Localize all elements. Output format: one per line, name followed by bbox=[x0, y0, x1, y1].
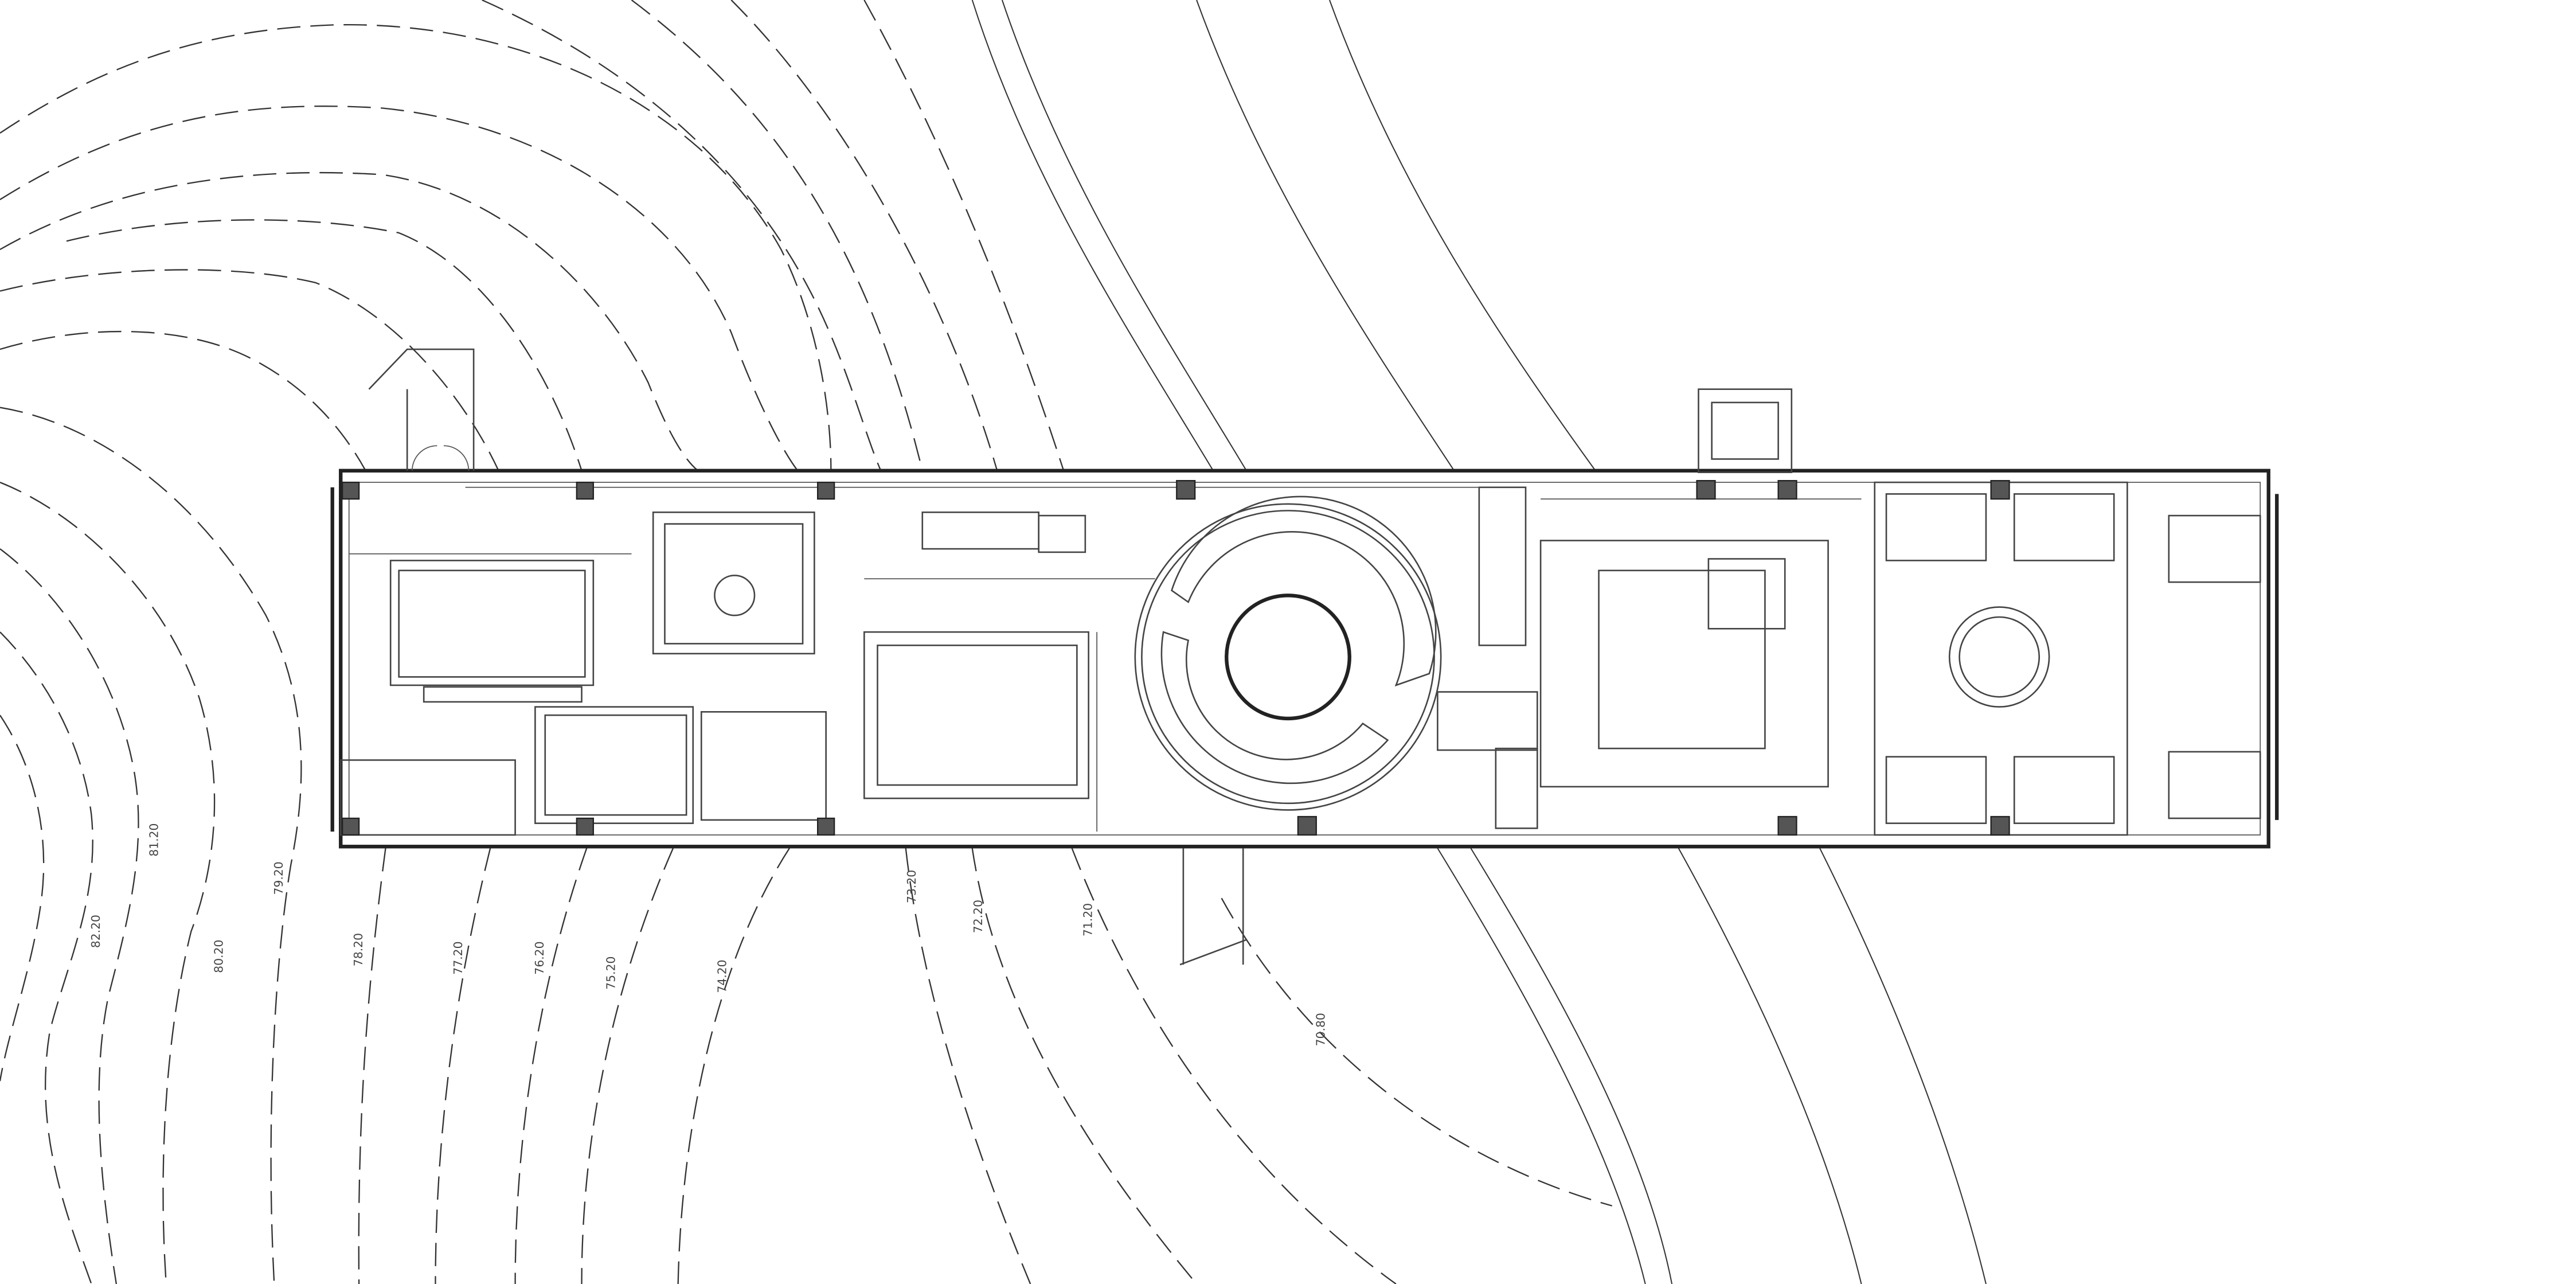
contour-label: 77.20 bbox=[451, 942, 465, 975]
contour-lines bbox=[0, 0, 1613, 1284]
rooms bbox=[339, 481, 2261, 836]
contour-label: 78.20 bbox=[351, 933, 365, 966]
contour-label: 75.20 bbox=[604, 957, 618, 990]
road-lines bbox=[971, 0, 1987, 1284]
contour-label: 74.20 bbox=[716, 959, 729, 993]
structural-columns bbox=[341, 480, 2010, 836]
contour-label: 76.20 bbox=[533, 942, 546, 975]
contour-label: 73.20 bbox=[905, 870, 918, 903]
contour-label: 80.20 bbox=[212, 940, 225, 973]
contour-label: 81.20 bbox=[147, 824, 161, 857]
contour-label: 70.80 bbox=[1314, 1013, 1327, 1046]
contour-label: 71.20 bbox=[1081, 903, 1094, 936]
building-outline bbox=[330, 348, 2279, 966]
contour-labels: 81.20 82.20 80.20 79.20 78.20 77.20 76.2… bbox=[89, 824, 1327, 1047]
contour-label: 82.20 bbox=[89, 915, 103, 948]
contour-label: 72.20 bbox=[971, 900, 985, 933]
contour-label: 79.20 bbox=[272, 861, 286, 895]
